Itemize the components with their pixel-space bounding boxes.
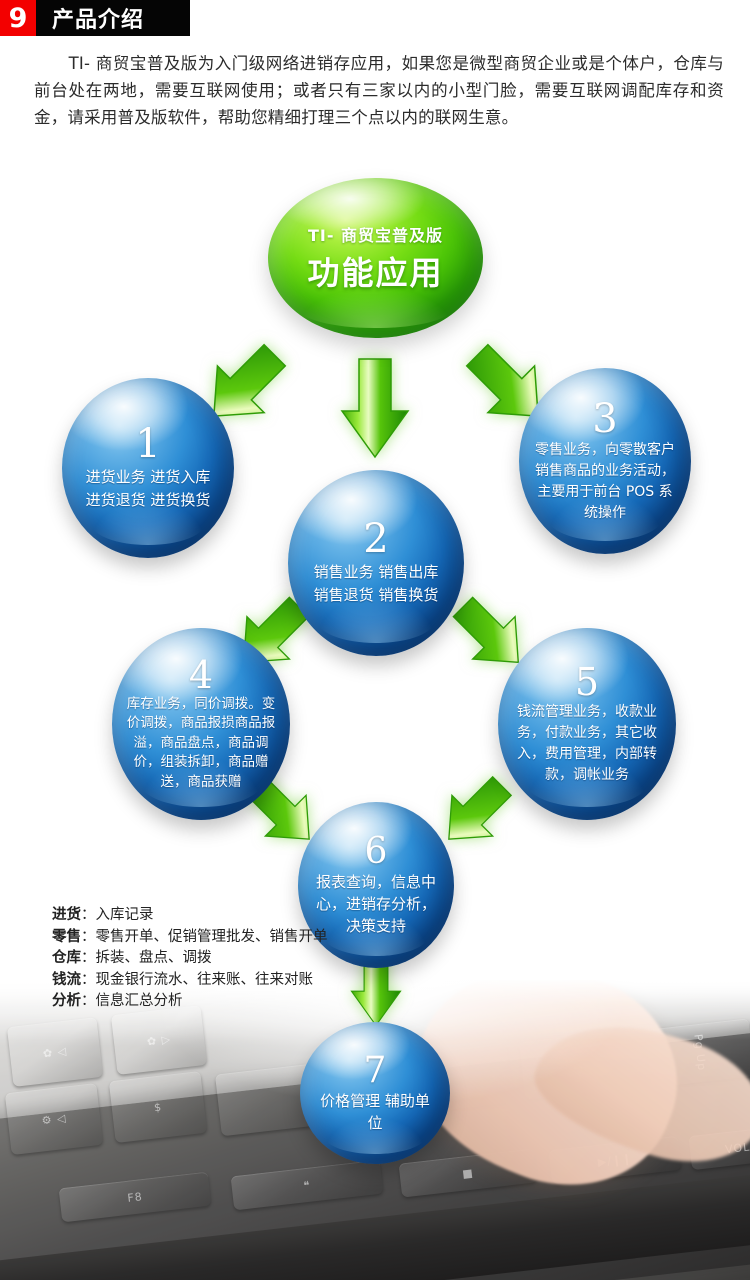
node-text-4: 库存业务，同价调拨。变价调拨，商品报损商品报溢，商品盘点，商品调价，组装拆卸，商… <box>126 695 276 790</box>
legend-key: 零售 <box>52 928 81 945</box>
node-number-3: 3 <box>592 395 618 442</box>
legend-sep: ： <box>81 971 96 988</box>
node-sphere-2[interactable]: 2 销售业务 销售出库 销售退货 销售换货 <box>288 470 464 656</box>
legend-value: 拆装、盘点、调拨 <box>95 950 212 966</box>
legend-key: 分析 <box>52 993 81 1009</box>
legend-list: 进货：入库记录 零售：零售开单、促销管理批发、销售开单 仓库：拆装、盘点、调拨 … <box>52 905 328 1013</box>
legend-value: 信息汇总分析 <box>95 993 183 1009</box>
legend-key: 钱流 <box>52 971 81 988</box>
legend-key: 仓库 <box>52 950 81 966</box>
legend-row: 零售：零售开单、促销管理批发、销售开单 <box>52 927 328 949</box>
legend-row: 分析：信息汇总分析 <box>52 991 328 1013</box>
arrow-node5-to-node6 <box>448 775 513 840</box>
arrow-hub-to-node2 <box>340 358 410 459</box>
node-number-5: 5 <box>574 659 600 704</box>
legend-sep: ： <box>81 950 96 966</box>
legend-sep: ： <box>81 928 96 945</box>
node-text-7: 价格管理 辅助单位 <box>320 1091 430 1132</box>
legend-sep: ： <box>81 993 96 1009</box>
legend-row: 钱流：现金银行流水、往来账、往来对账 <box>52 970 328 992</box>
legend-value: 现金银行流水、往来账、往来对账 <box>95 971 314 988</box>
legend-value: 入库记录 <box>95 907 154 923</box>
node-text-2: 销售业务 销售出库 销售退货 销售换货 <box>313 563 439 604</box>
legend-value: 零售开单、促销管理批发、销售开单 <box>95 928 328 945</box>
hub-title: 功能应用 <box>307 254 444 292</box>
section-header: 9 产品介绍 <box>0 0 190 36</box>
node-text-3: 零售业务，向零散客户销售商品的业务活动，主要用于前台 POS 系统操作 <box>535 441 675 521</box>
node-number-4: 4 <box>188 652 214 697</box>
node-text-6: 报表查询，信息中心，进销存分析，决策支持 <box>315 872 436 935</box>
node-number-2: 2 <box>363 516 389 562</box>
node-sphere-7[interactable]: 7 价格管理 辅助单位 <box>300 1022 450 1164</box>
hub-sphere[interactable]: TI- 商贸宝普及版 功能应用 <box>268 178 483 338</box>
arrow-hub-to-node1 <box>213 343 287 417</box>
node-number-7: 7 <box>363 1049 387 1091</box>
section-number-badge: 9 <box>0 0 36 36</box>
arrow-node2-to-node5 <box>452 596 520 664</box>
node-sphere-4[interactable]: 4 库存业务，同价调拨。变价调拨，商品报损商品报溢，商品盘点，商品调价，组装拆卸… <box>112 628 290 820</box>
legend-row: 仓库：拆装、盘点、调拨 <box>52 948 328 970</box>
node-number-6: 6 <box>364 830 388 872</box>
node-number-1: 1 <box>135 421 161 467</box>
arrow-hub-to-node3 <box>465 343 539 417</box>
intro-paragraph: TI- 商贸宝普及版为入门级网络进销存应用，如果您是微型商贸企业或是个体户，仓库… <box>34 54 724 127</box>
legend-row: 进货：入库记录 <box>52 905 328 927</box>
node-text-5: 钱流管理业务，收款业务，付款业务，其它收入，费用管理，内部转款，调帐业务 <box>517 703 657 783</box>
node-sphere-3[interactable]: 3 零售业务，向零散客户销售商品的业务活动，主要用于前台 POS 系统操作 <box>519 368 691 554</box>
legend-key: 进货 <box>52 907 81 923</box>
legend-sep: ： <box>81 907 96 923</box>
node-text-1: 进货业务 进货入库 进货退货 进货换货 <box>85 468 211 509</box>
hub-subtitle: TI- 商贸宝普及版 <box>307 226 444 245</box>
node-sphere-5[interactable]: 5 钱流管理业务，收款业务，付款业务，其它收入，费用管理，内部转款，调帐业务 <box>498 628 676 820</box>
page-title: 产品介绍 <box>52 8 145 33</box>
node-sphere-6[interactable]: 6 报表查询，信息中心，进销存分析，决策支持 <box>298 802 454 968</box>
node-sphere-1[interactable]: 1 进货业务 进货入库 进货退货 进货换货 <box>62 378 234 558</box>
